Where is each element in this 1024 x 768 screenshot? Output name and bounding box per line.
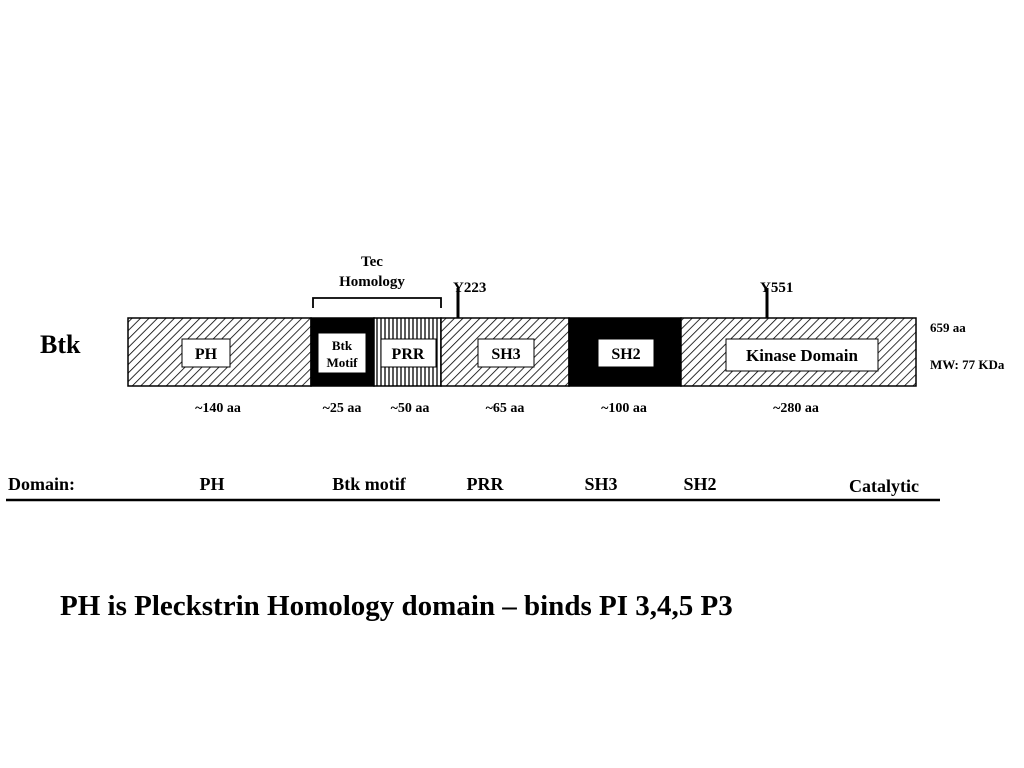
ph-size-label: ~140 aa <box>195 401 241 416</box>
prr-size-label: ~50 aa <box>391 401 430 416</box>
prr-label: PRR <box>392 346 425 363</box>
tec-homology-label-line2: Homology <box>339 274 405 290</box>
kinase-label-box <box>725 338 879 372</box>
sh2-label-box <box>597 338 655 368</box>
phosphosite-y223-label: Y223 <box>453 280 486 296</box>
protein-name-label: Btk <box>40 330 81 359</box>
btk-motif-label-box <box>317 332 367 374</box>
domain-row-catalytic: Catalytic <box>849 476 919 496</box>
domain-row-sh2: SH2 <box>683 474 716 494</box>
length-label: 659 aa <box>930 320 966 335</box>
sh3-label-box <box>477 338 535 368</box>
phosphosite-y551-label: Y551 <box>760 280 793 296</box>
btk-motif-label-line1: Btk <box>332 338 353 353</box>
domain-row-heading: Domain: <box>8 474 75 494</box>
ph-domain-label: PH <box>195 346 218 363</box>
tec-homology-label-line1: Tec <box>361 254 383 270</box>
sh3-size-label: ~65 aa <box>486 401 525 416</box>
tec-homology-bracket <box>312 297 442 308</box>
sh2-size-label: ~100 aa <box>601 401 647 416</box>
kinase-domain-label: Kinase Domain <box>746 346 858 365</box>
prr-label-box <box>380 338 437 368</box>
domain-row-sh3: SH3 <box>584 474 617 494</box>
domain-row-ph: PH <box>200 474 225 494</box>
btk-motif-label-line2: Motif <box>326 355 358 370</box>
molecular-weight-label: MW: 77 KDa <box>930 357 1005 372</box>
slide-caption: PH is Pleckstrin Homology domain – binds… <box>60 590 733 622</box>
btk-domain-diagram: Btk Tec Homology Y223 Y551 PH Btk Motif … <box>6 254 1005 502</box>
sh2-domain-label: SH2 <box>611 346 640 363</box>
ph-label-box <box>181 338 231 368</box>
btk-motif-size-label: ~25 aa <box>323 401 362 416</box>
kinase-size-label: ~280 aa <box>773 401 819 416</box>
sh3-domain-label: SH3 <box>491 346 520 363</box>
domain-row-prr: PRR <box>467 474 505 494</box>
domain-row-btk-motif: Btk motif <box>332 474 407 494</box>
